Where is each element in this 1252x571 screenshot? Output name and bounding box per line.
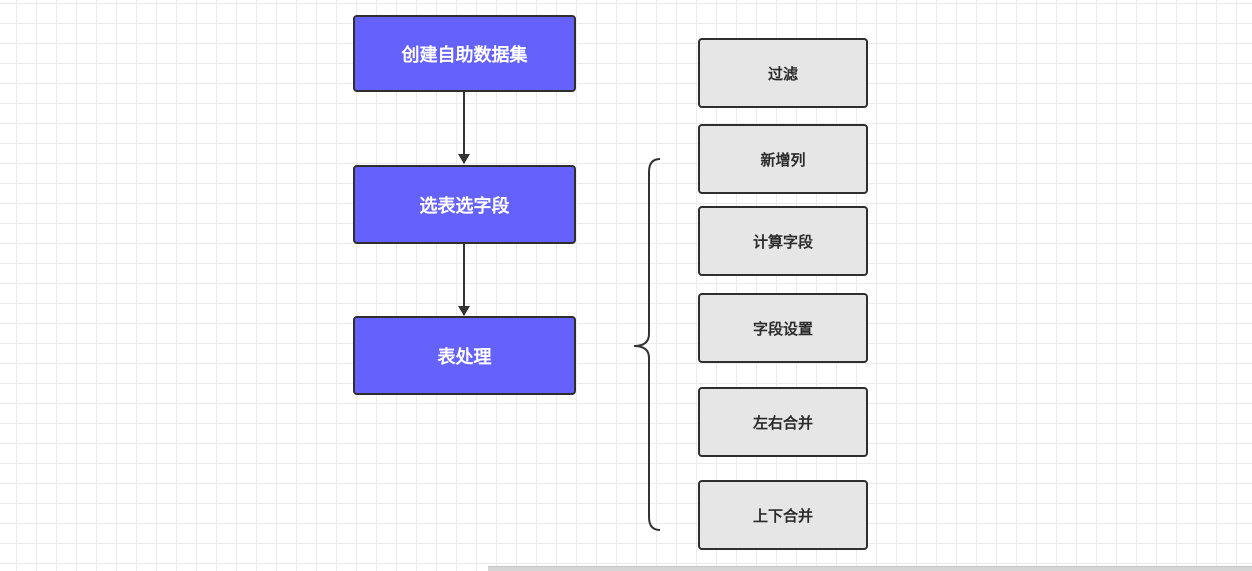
operation-label: 计算字段 [752,232,813,251]
operation-field-settings[interactable]: 字段设置 [698,293,868,363]
operation-left-right-merge[interactable]: 左右合并 [698,387,868,457]
operation-label: 过滤 [767,64,798,83]
flow-step-create-dataset[interactable]: 创建自助数据集 [353,15,576,92]
operation-label: 左右合并 [752,413,813,432]
operation-label: 上下合并 [752,506,813,525]
operation-top-bottom-merge[interactable]: 上下合并 [698,480,868,550]
flow-step-label: 表处理 [437,346,492,368]
flow-step-label: 创建自助数据集 [401,44,528,66]
operation-label: 字段设置 [752,319,813,338]
flow-step-table-processing[interactable]: 表处理 [353,316,576,395]
operation-calculated-field[interactable]: 计算字段 [698,206,868,276]
operation-label: 新增列 [760,150,806,169]
horizontal-scrollbar[interactable] [488,566,1252,571]
flow-step-label: 选表选字段 [419,195,510,217]
operation-add-column[interactable]: 新增列 [698,124,868,194]
operation-filter[interactable]: 过滤 [698,38,868,108]
flow-step-select-tables-fields[interactable]: 选表选字段 [353,165,576,244]
grouping-brace [633,158,661,531]
